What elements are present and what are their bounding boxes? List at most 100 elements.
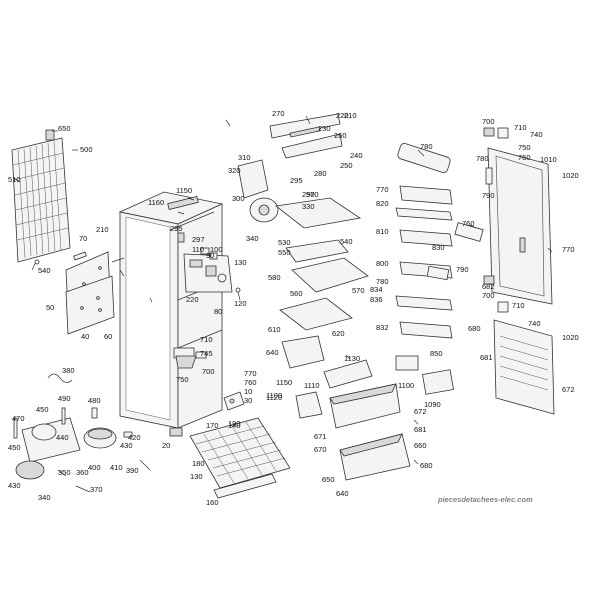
callout: 430 xyxy=(8,481,21,490)
callout: 570 xyxy=(352,286,365,295)
callout: 250 xyxy=(340,161,353,170)
callout: 340 xyxy=(38,493,51,502)
callout: 710 xyxy=(512,301,525,310)
callout: 370 xyxy=(90,485,103,494)
callout: 120 xyxy=(234,299,247,308)
callout: 1010 xyxy=(540,155,557,164)
callout: 832 xyxy=(376,323,389,332)
callout: 834 xyxy=(370,285,383,294)
callout: 660 xyxy=(414,441,427,450)
callout: 400 xyxy=(88,463,101,472)
callout: 760 xyxy=(244,378,257,387)
callout: 210 xyxy=(344,111,357,120)
callout: 760 xyxy=(462,219,475,228)
callout: 220 xyxy=(186,295,199,304)
callout: 500 xyxy=(80,145,93,154)
callout: 1020 xyxy=(562,333,579,342)
screw-530 xyxy=(31,259,40,271)
callout: 800 xyxy=(376,259,389,268)
adjustable-foot xyxy=(169,427,183,437)
callout: 540 xyxy=(38,266,51,275)
callout: 390 xyxy=(126,466,139,475)
callout: 780 xyxy=(476,154,489,163)
callout: 672 xyxy=(414,407,427,416)
callout: 681 xyxy=(414,425,427,434)
callout: 740 xyxy=(530,130,543,139)
callout: 710 xyxy=(200,335,213,344)
callout: 440 xyxy=(56,433,69,442)
callout: 1020 xyxy=(562,171,579,180)
callout: 480 xyxy=(88,396,101,405)
callout: 610 xyxy=(268,325,281,334)
callout: 40 xyxy=(81,332,89,341)
callout: 570 xyxy=(306,190,319,199)
callout: 650 xyxy=(58,124,71,133)
callout: 10 xyxy=(244,387,252,396)
callout: 297 xyxy=(192,235,205,244)
callout: 1120 xyxy=(266,393,282,402)
middle-hinge xyxy=(173,347,207,369)
callout: 1110 xyxy=(304,381,320,390)
callout: 320 xyxy=(228,166,241,175)
callout: 295 xyxy=(170,224,183,233)
glass-shelves xyxy=(275,197,369,331)
callout: 770 xyxy=(376,185,389,194)
callout: 50 xyxy=(46,303,54,312)
callout-labels: 650 500 510 540 70 210 50 40 60 1150 116… xyxy=(8,109,579,507)
callout: 130 xyxy=(234,258,247,267)
callout: 1090 xyxy=(424,400,441,409)
callout: 210 xyxy=(96,225,109,234)
callout: 682 xyxy=(482,282,495,291)
callout: 340 xyxy=(246,234,259,243)
door-hinge-caps xyxy=(483,127,509,313)
callout: 20 xyxy=(162,441,170,450)
air-duct-assembly xyxy=(237,113,343,223)
callout: 510 xyxy=(8,175,21,184)
callout: 836 xyxy=(370,295,383,304)
callout: 1130 xyxy=(344,354,360,363)
evaporator-grid xyxy=(189,417,291,499)
callout: 490 xyxy=(58,394,71,403)
callout: 710 xyxy=(514,123,527,132)
callout: 180 xyxy=(192,459,205,468)
callout: 770 xyxy=(562,245,575,254)
callout: 650 xyxy=(322,475,335,484)
clip-70 xyxy=(73,251,87,261)
callout: 640 xyxy=(266,348,279,357)
callout: 1160 xyxy=(148,198,164,207)
callout: 130 xyxy=(190,472,203,481)
callout: 300 xyxy=(232,194,245,203)
callout: 790 xyxy=(482,191,495,200)
callout: 700 xyxy=(202,367,215,376)
callout: 1100 xyxy=(266,391,282,400)
callout: 430 xyxy=(120,441,133,450)
compressor-assembly xyxy=(13,373,151,493)
callout: 790 xyxy=(456,265,469,274)
callout: 450 xyxy=(8,443,21,452)
callout: 140 xyxy=(228,421,241,430)
callout: 360 xyxy=(76,468,89,477)
callout: 740 xyxy=(528,319,541,328)
callout: 680 xyxy=(468,324,481,333)
callout: 30 xyxy=(244,396,252,405)
callout: 1150 xyxy=(176,186,192,195)
callout: 270 xyxy=(272,109,285,118)
leader-lines xyxy=(13,115,553,465)
callout: 110 xyxy=(192,245,204,254)
door-balconies xyxy=(395,142,484,395)
watermark: piecesdetachees-elec.com xyxy=(437,495,533,504)
callout: 810 xyxy=(376,227,389,236)
back-cover-panels xyxy=(65,251,115,335)
callout: 450 xyxy=(36,405,49,414)
callout: 580 xyxy=(268,273,281,282)
callout: 350 xyxy=(58,468,71,477)
callout: 560 xyxy=(290,289,303,298)
callout: 745 xyxy=(200,349,213,358)
fridge-door xyxy=(485,147,553,305)
callout: 470 xyxy=(12,414,25,423)
callout: 160 xyxy=(206,498,219,507)
callout: 420 xyxy=(128,433,141,442)
callout: 672 xyxy=(562,385,575,394)
callout: 750 xyxy=(176,375,189,384)
